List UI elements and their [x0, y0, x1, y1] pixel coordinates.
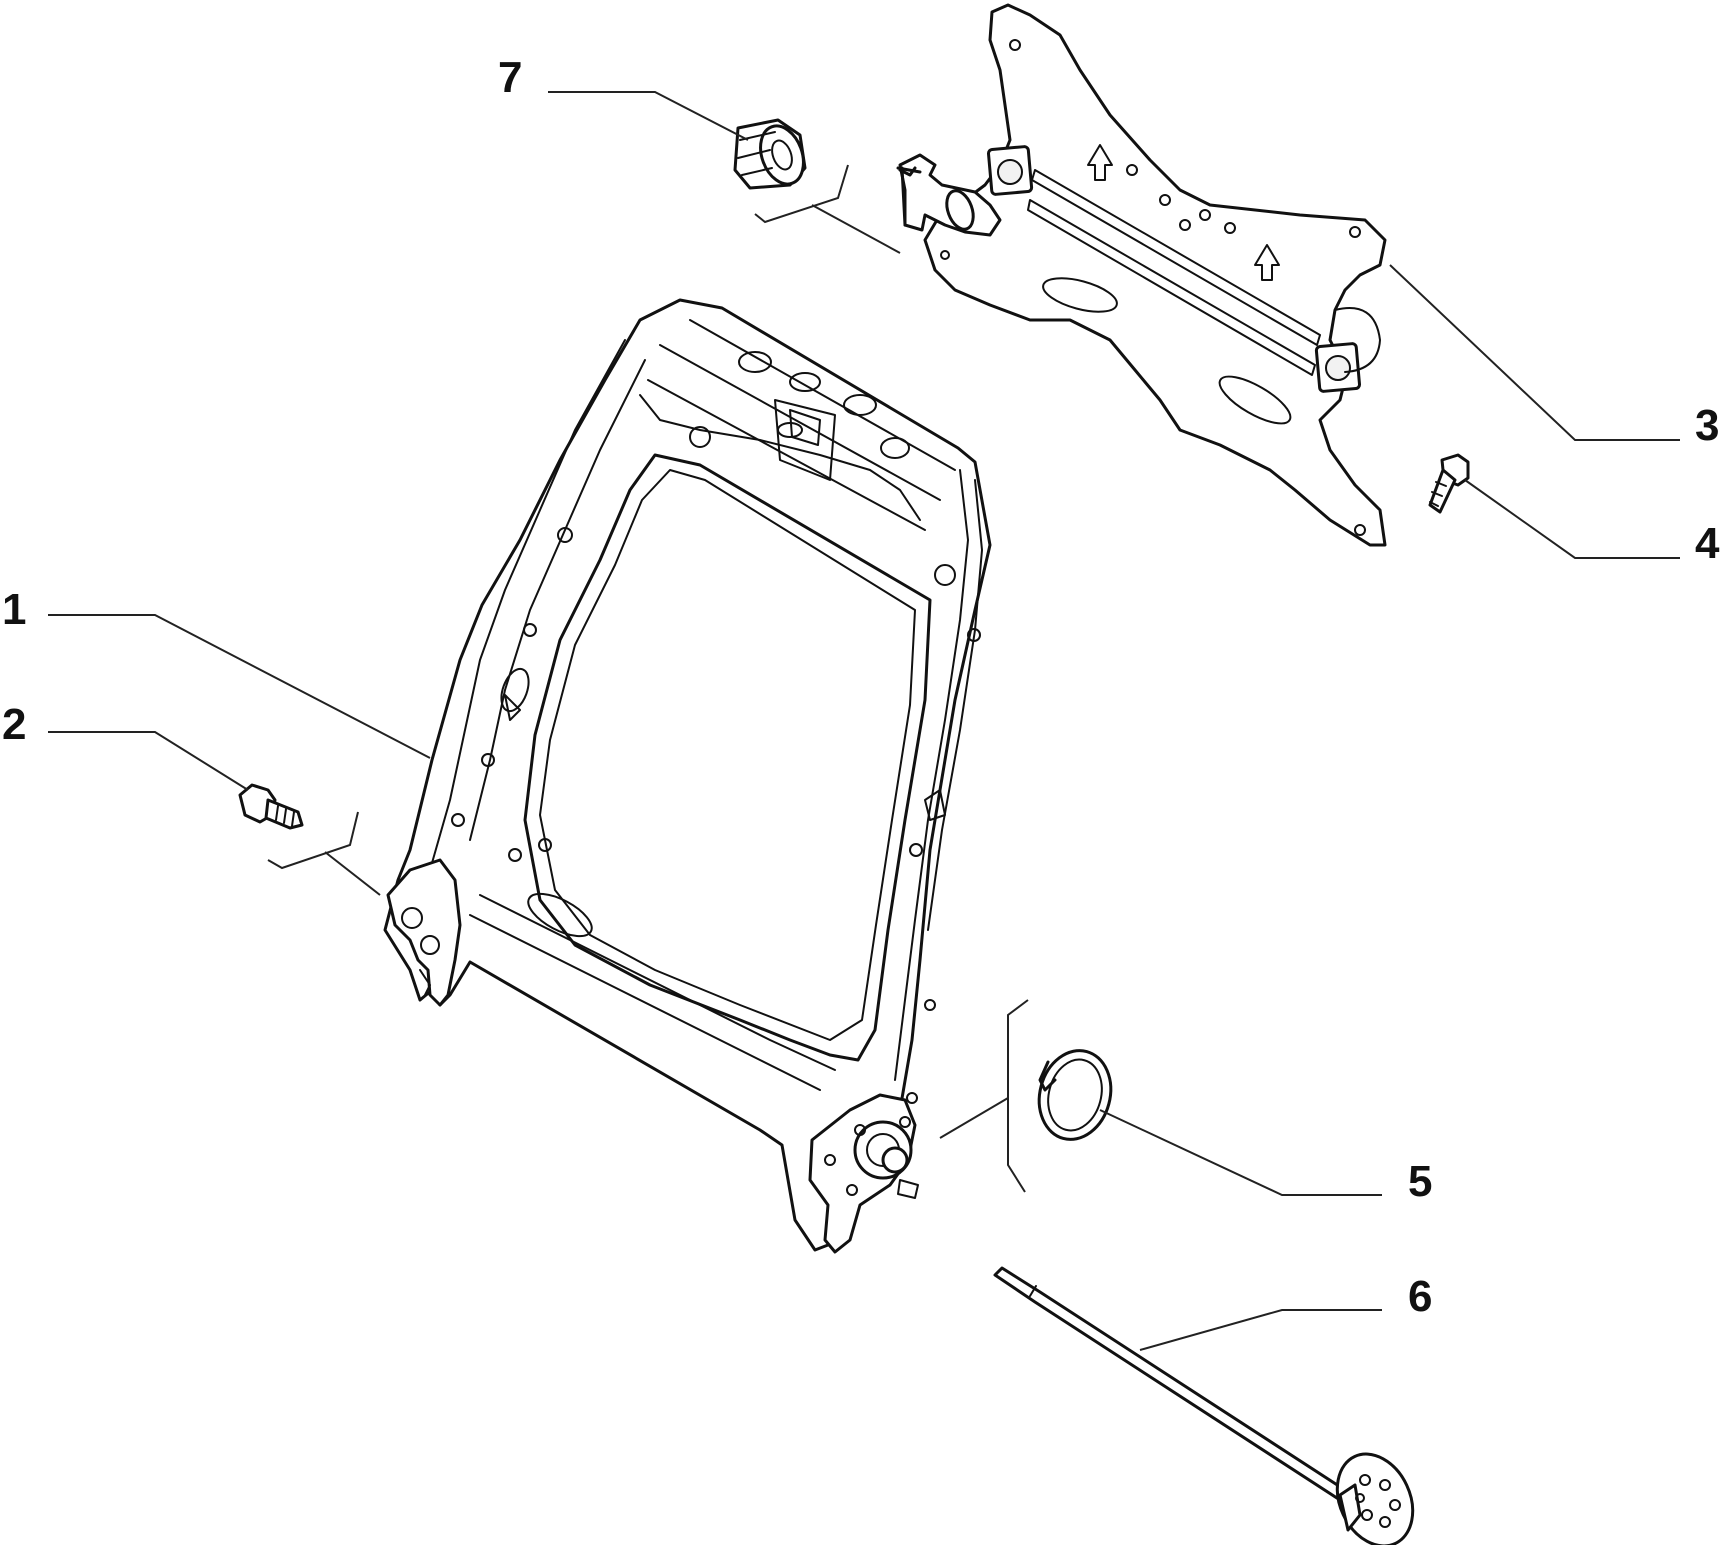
group-bracket-5 [939, 999, 1029, 1193]
part-5-clip-ring [1037, 1049, 1113, 1141]
callout-2: 2 [2, 700, 27, 749]
leader-line-1 [48, 614, 431, 759]
leader-line-5 [1099, 1109, 1382, 1196]
callout-1: 1 [2, 585, 27, 634]
callout-4: 4 [1695, 519, 1720, 568]
leader-line-7 [548, 91, 749, 141]
callout-6: 6 [1408, 1272, 1433, 1321]
group-bracket-7 [754, 164, 901, 254]
part-2-bolt [238, 783, 304, 830]
leader-line-4 [1464, 479, 1680, 559]
part-1-seat-back-frame [383, 298, 992, 1254]
part-4-bolt [1428, 453, 1470, 514]
part-3-mounting-plate [923, 3, 1387, 547]
callout-7: 7 [498, 53, 523, 102]
part-7-bushing [733, 118, 807, 190]
leader-line-6 [1139, 1309, 1382, 1351]
leader-lines [48, 91, 1680, 1351]
part-6-rod [993, 1266, 1415, 1548]
stud-assembly [896, 153, 1002, 237]
callout-3: 3 [1695, 401, 1720, 450]
leader-line-2 [48, 731, 249, 791]
group-bracket-2 [267, 811, 381, 896]
leader-line-3 [1389, 264, 1680, 441]
callout-5: 5 [1408, 1157, 1433, 1206]
